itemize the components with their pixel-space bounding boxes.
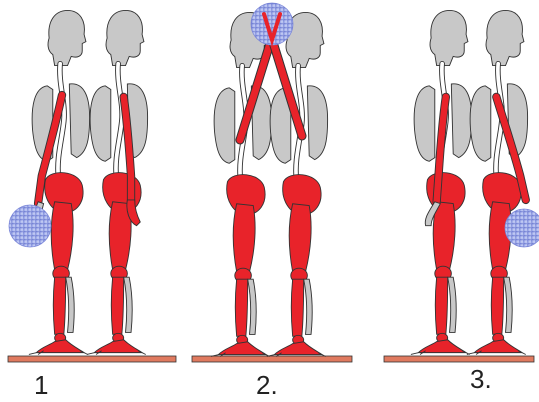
human-figure-icon [467,10,528,354]
step-3-label: 3. [470,366,492,392]
step-2-scene [192,3,352,362]
floor-icon [192,356,352,362]
human-figure-icon [29,10,90,354]
step-2-label: 2. [256,372,278,398]
human-figure-icon [87,10,148,354]
floor-icon [384,356,534,362]
floor-icon [8,356,176,362]
step-1-label: 1 [34,372,48,398]
medicine-ball-icon [9,205,51,247]
human-figure-icon [411,10,472,354]
step-3-scene [384,10,539,362]
medicine-ball-icon [505,209,539,247]
step-1-scene [8,10,176,362]
